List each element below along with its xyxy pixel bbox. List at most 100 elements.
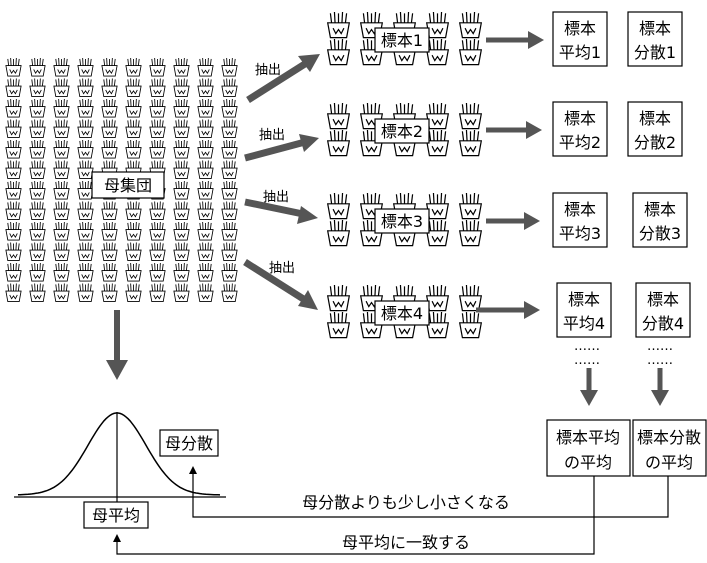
extraction-arrows [243,54,320,310]
fries-cup-icon [426,220,449,247]
fries-cup-icon [149,78,166,97]
sample-label-4: 標本4 [381,304,423,323]
fries-cup-icon [5,201,22,220]
fries-cup-icon [173,78,190,97]
fries-cup-icon [149,283,166,302]
fries-cup-icon [459,285,482,312]
fries-cup-icon [125,140,142,159]
fries-cup-icon [327,220,350,247]
fries-cup-icon [221,99,238,118]
relation-mean-text: 母平均に一致する [342,533,470,552]
fries-cup-icon [221,242,238,261]
relation-connectors [113,466,669,555]
fries-cup-icon [29,242,46,261]
fries-cup-icon [125,99,142,118]
ellipsis-mean-1: …… [574,339,600,354]
sample-label-1: 標本1 [381,31,423,50]
fries-cup-icon [327,312,350,339]
sample-group-4: 標本4 [327,285,482,339]
fries-cup-icon [327,12,350,39]
fries-cup-icon [101,242,118,261]
fries-cup-icon [101,263,118,282]
svg-text:標本: 標本 [639,109,671,128]
fries-cup-icon [101,99,118,118]
fries-cup-icon [29,78,46,97]
fries-cup-icon [327,285,350,312]
fries-cup-icon [459,193,482,220]
fries-cup-icon [173,181,190,200]
fries-cup-icon [197,283,214,302]
fries-cup-icon [101,140,118,159]
fries-cup-icon [221,78,238,97]
svg-text:標本分散: 標本分散 [637,428,701,447]
fries-cup-icon [29,181,46,200]
fries-cup-icon [221,181,238,200]
fries-cup-icon [77,201,94,220]
fries-cup-icon [29,263,46,282]
extract-label-1: 抽出 [255,63,281,78]
fries-cup-icon [101,201,118,220]
fries-cup-icon [53,222,70,241]
fries-cup-icon [197,181,214,200]
fries-cup-icon [53,119,70,138]
fries-cup-icon [5,78,22,97]
population-variance-box: 母分散 [159,429,219,457]
fries-cup-icon [197,58,214,77]
arrow-head-4 [298,290,318,310]
fries-cup-icon [77,58,94,77]
svg-text:標本: 標本 [647,290,679,309]
fries-cup-icon [29,201,46,220]
fries-cup-icon [125,119,142,138]
fries-cup-icon [77,119,94,138]
fries-cup-icon [29,283,46,302]
fries-cup-icon [426,193,449,220]
extract-label-2: 抽出 [259,128,285,143]
relation-variance-text: 母分散よりも少し小さくなる [302,493,510,512]
fries-cup-icon [221,222,238,241]
fries-cup-icon [101,58,118,77]
svg-text:平均4: 平均4 [563,314,605,333]
fries-cup-icon [149,140,166,159]
fries-cup-icon [53,160,70,179]
fries-cup-icon [149,201,166,220]
average-arrows [580,368,669,406]
fries-cup-icon [173,242,190,261]
fries-cup-icon [29,222,46,241]
fries-cup-icon [173,222,190,241]
fries-cup-icon [29,140,46,159]
svg-text:分散1: 分散1 [634,43,676,62]
fries-cup-icon [173,201,190,220]
fries-cup-icon [197,119,214,138]
extract-label-3: 抽出 [263,190,289,205]
fries-cup-icon [5,119,22,138]
fries-cup-icon [53,263,70,282]
svg-text:平均1: 平均1 [559,43,601,62]
fries-cup-icon [197,160,214,179]
fries-cup-icon [173,99,190,118]
svg-text:平均3: 平均3 [559,224,601,243]
fries-cup-icon [5,222,22,241]
fries-cup-icon [221,119,238,138]
svg-text:標本: 標本 [644,200,676,219]
fries-cup-icon [197,222,214,241]
fries-cup-icon [221,201,238,220]
fries-cup-icon [149,263,166,282]
fries-cup-icon [77,140,94,159]
fries-cup-icon [221,160,238,179]
fries-cup-icon [29,58,46,77]
fries-cup-icon [53,140,70,159]
fries-cup-icon [149,99,166,118]
mean-arrows [476,31,544,319]
fries-cup-icon [125,201,142,220]
fries-cup-icon [5,140,22,159]
fries-cup-icon [101,119,118,138]
fries-cup-icon [53,242,70,261]
svg-text:標本: 標本 [639,19,671,38]
svg-text:標本: 標本 [564,200,596,219]
fries-cup-icon [125,283,142,302]
